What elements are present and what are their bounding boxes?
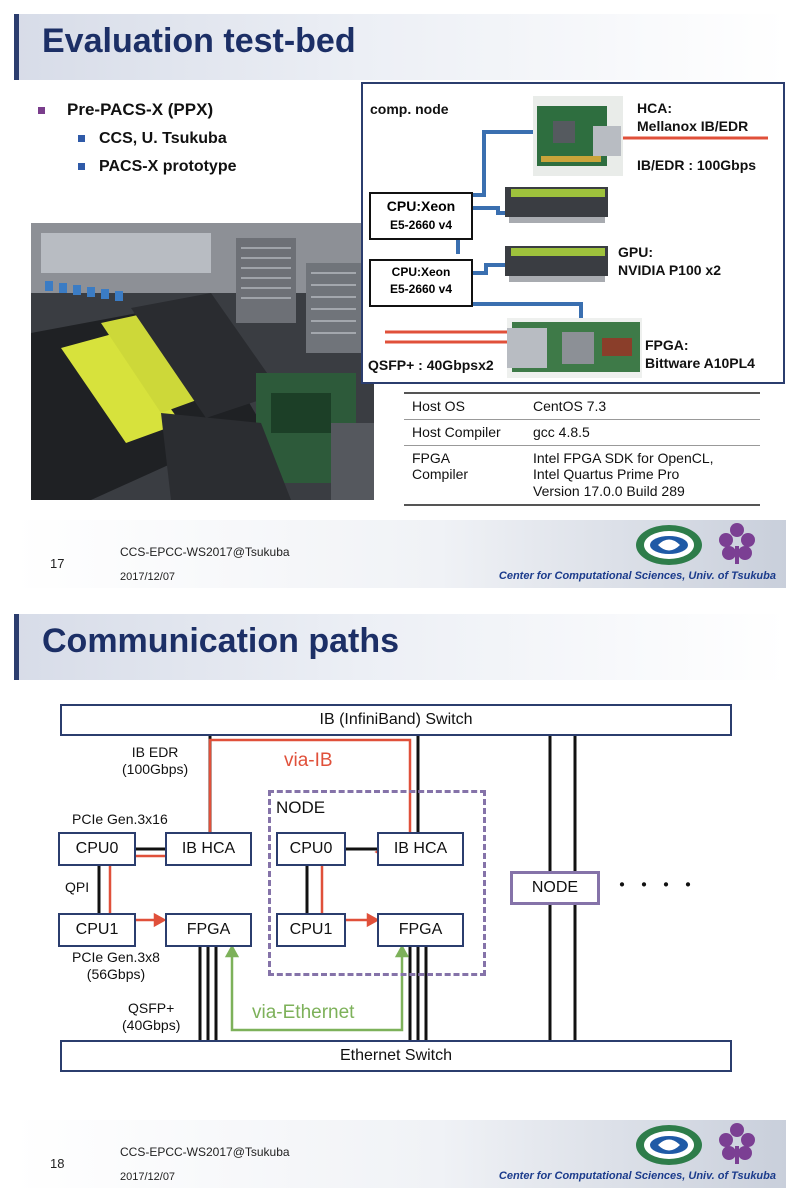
label-ib-edr: IB EDR (100Gbps) (122, 744, 189, 777)
slide-title: Evaluation test-bed (42, 22, 356, 60)
left-ib-hca: IB HCA (165, 832, 252, 866)
ib-switch: IB (InfiniBand) Switch (60, 704, 732, 736)
footer-date: 2017/12/07 (120, 571, 176, 583)
extra-node: NODE (510, 871, 600, 905)
tsukuba-crest-icon (719, 523, 755, 564)
right-fpga: FPGA (377, 913, 464, 947)
slide-17: Evaluation test-bed Pre-PACS-X (PPX) CCS… (14, 14, 786, 588)
hca-label: HCA: Mellanox IB/EDR (637, 100, 748, 135)
table-value: CentOS 7.3 (525, 391, 760, 420)
bullet-item: CCS, U. Tsukuba (78, 130, 227, 148)
label-via-ib: via-IB (284, 750, 333, 771)
diagram-heading: comp. node (370, 101, 449, 117)
ccs-logo-icon (636, 525, 702, 565)
table-key: FPGA Compiler (404, 444, 525, 506)
footer-event: CCS-EPCC-WS2017@Tsukuba (120, 545, 290, 559)
bullet-text: CCS, U. Tsukuba (99, 130, 227, 147)
label-qpi: QPI (65, 879, 90, 895)
cpu-xeon-2: CPU:Xeon E5-2660 v4 (369, 259, 473, 307)
table-key: Host OS (404, 391, 525, 420)
hca-title: HCA: (637, 100, 672, 116)
hca-card-image (533, 96, 623, 176)
page-number: 18 (50, 1156, 65, 1171)
bullet-marker-icon (78, 163, 85, 171)
cpu-model: E5-2660 v4 (389, 281, 453, 296)
gpu-card-image (505, 246, 608, 282)
fpga-link-speed: QSFP+ : 40Gbpsx2 (368, 357, 494, 373)
right-cpu0: CPU0 (276, 832, 346, 866)
right-ib-hca: IB HCA (377, 832, 464, 866)
footer-date: 2017/12/07 (120, 1171, 176, 1183)
gpu-title: GPU: (618, 244, 653, 260)
hca-link-speed: IB/EDR : 100Gbps (637, 157, 757, 173)
table-value: Intel FPGA SDK for OpenCL, Intel Quartus… (525, 444, 760, 506)
table-row: Host Compiler gcc 4.8.5 (404, 418, 760, 446)
node-dashed-box (268, 790, 486, 976)
bullet-item: PACS-X prototype (78, 158, 236, 176)
footer-center-name: Center for Computational Sciences, Univ.… (498, 570, 776, 582)
label-via-ethernet: via-Ethernet (252, 1002, 355, 1023)
slide-18: Communication paths (0, 600, 800, 1200)
ethernet-switch: Ethernet Switch (60, 1040, 732, 1072)
label-pcie-x16: PCIe Gen.3x16 (72, 811, 168, 827)
left-cpu0: CPU0 (58, 832, 136, 866)
slide-title: Communication paths (42, 622, 400, 660)
gpu-label: GPU: NVIDIA P100 x2 (618, 244, 721, 279)
gpu-card-image (505, 187, 608, 223)
title-accent (14, 614, 19, 680)
right-cpu1: CPU1 (276, 913, 346, 947)
left-fpga: FPGA (165, 913, 252, 947)
spec-table: Host OS CentOS 7.3 Host Compiler gcc 4.8… (404, 391, 760, 506)
bullet-text: PACS-X prototype (99, 158, 237, 175)
more-nodes-ellipsis: ・・・・ (612, 875, 700, 897)
tsukuba-crest-icon (719, 1123, 755, 1164)
bullet-item: Pre-PACS-X (PPX) (38, 100, 213, 120)
label-qsfp: QSFP+ (40Gbps) (122, 1000, 181, 1033)
cpu-xeon-1: CPU:Xeon E5-2660 v4 (369, 192, 473, 240)
node-label: NODE (276, 798, 326, 817)
fpga-card-image (507, 318, 642, 378)
bullet-marker-icon (38, 107, 45, 115)
table-row: FPGA Compiler Intel FPGA SDK for OpenCL,… (404, 444, 760, 506)
bullet-text: Pre-PACS-X (PPX) (67, 100, 214, 119)
server-photo (31, 223, 374, 500)
footer-center-name: Center for Computational Sciences, Univ.… (498, 1170, 776, 1182)
page-number: 17 (50, 556, 65, 571)
cpu-name: CPU:Xeon (386, 198, 456, 214)
gpu-model: NVIDIA P100 x2 (618, 261, 721, 278)
bullet-marker-icon (78, 135, 85, 143)
ccs-logo-icon (636, 1125, 702, 1165)
fpga-model: Bittware A10PL4 (645, 354, 755, 371)
title-accent (14, 14, 19, 80)
footer-event: CCS-EPCC-WS2017@Tsukuba (120, 1145, 290, 1159)
cpu-name: CPU:Xeon (391, 265, 451, 279)
table-row: Host OS CentOS 7.3 (404, 391, 760, 420)
left-cpu1: CPU1 (58, 913, 136, 947)
cpu-model: E5-2660 v4 (389, 217, 453, 232)
table-value: gcc 4.8.5 (525, 418, 760, 446)
title-bar (14, 14, 786, 80)
table-key: Host Compiler (404, 418, 525, 446)
fpga-label: FPGA: Bittware A10PL4 (645, 337, 755, 372)
hca-model: Mellanox IB/EDR (637, 117, 749, 134)
fpga-title: FPGA: (645, 337, 689, 353)
label-pcie-x8: PCIe Gen.3x8 (56Gbps) (72, 949, 160, 982)
title-bar (14, 614, 786, 680)
